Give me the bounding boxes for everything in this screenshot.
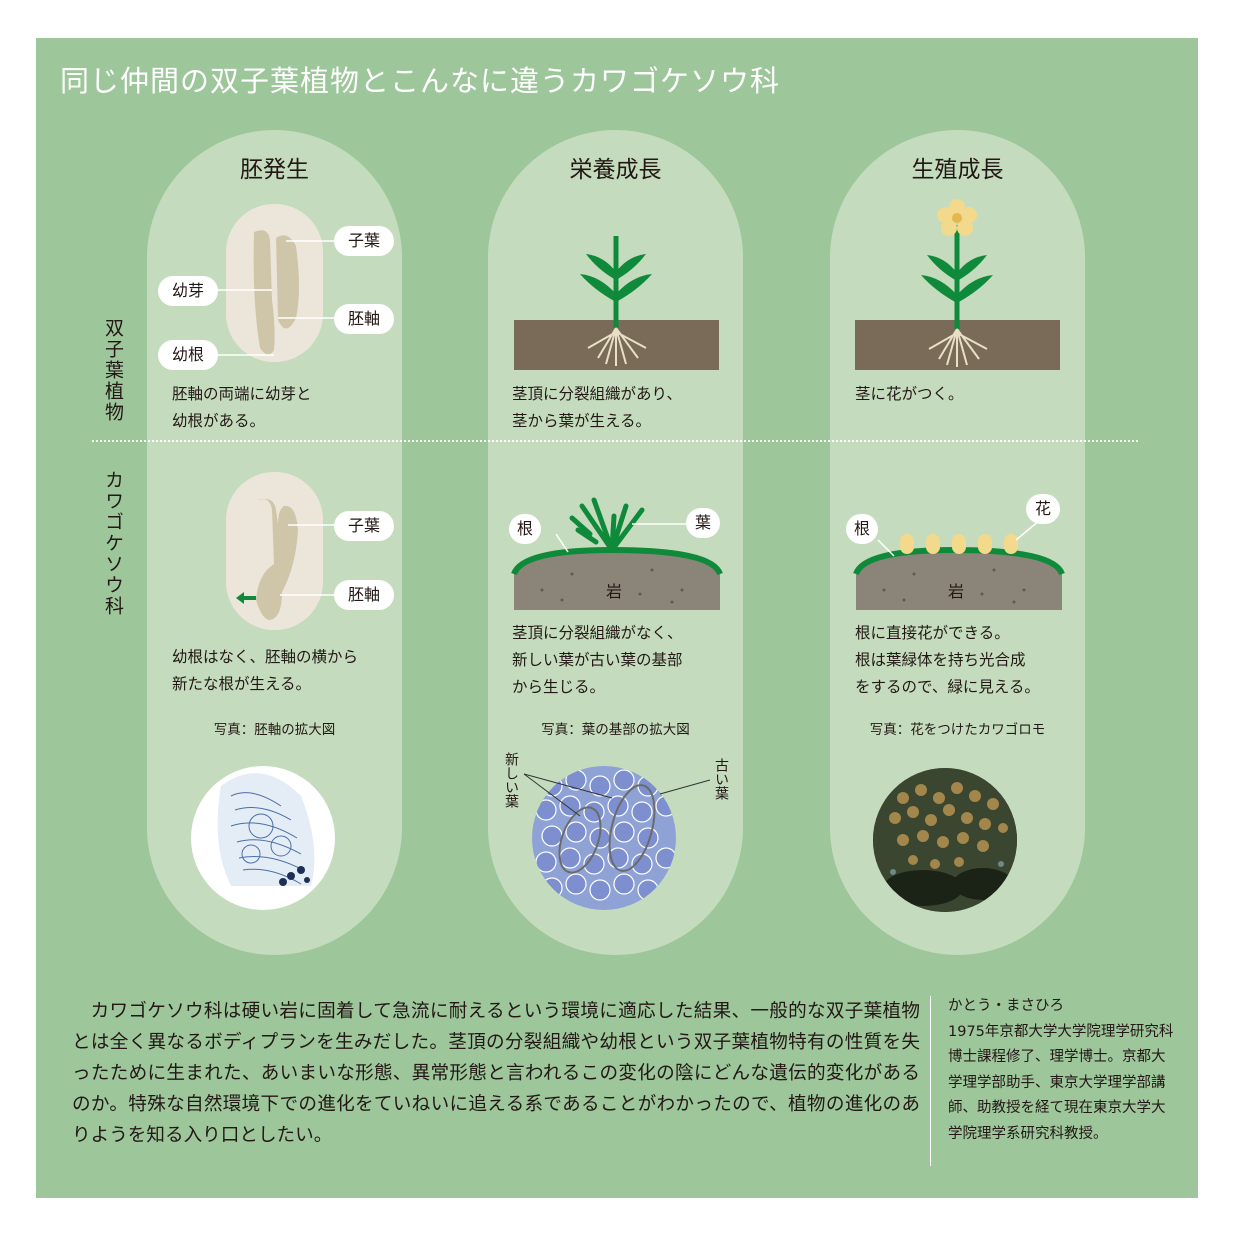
leaf-cluster (569, 497, 645, 553)
column-heading-vegetative: 栄養成長 (569, 157, 662, 183)
podo-reproductive-diagram (853, 519, 1065, 610)
leaf-pointer-lines (523, 773, 711, 817)
author-bio: かとう・まさひろ 1975年京都大学大学院理学研究科博士課程修了、理学博士。京都… (948, 998, 1174, 1142)
photo-hypocotyl-micrograph (191, 766, 335, 910)
caption-podo-embryo: 幼根はなく、胚軸の横から 新たな根が生える。 (172, 648, 359, 693)
label-plumule: 幼芽 (158, 276, 218, 306)
embryo-shape (253, 230, 299, 355)
label-leaf: 葉 (686, 508, 720, 538)
podo-embryo-diagram (226, 472, 334, 630)
photo-caption-leaf-base: 写真：葉の基部の拡大図 (541, 722, 690, 738)
caption-dicot-reproductive: 茎に花がつく。 (855, 385, 964, 403)
new-root-arrow-icon (236, 592, 256, 604)
label-radicle: 幼根 (158, 340, 218, 370)
label-cotyledon-podo: 子葉 (334, 511, 394, 541)
dicot-reproductive-diagram (855, 199, 1060, 370)
dicot-vegetative-diagram (514, 236, 719, 370)
bio-separator (930, 996, 931, 1166)
column-heading-embryo: 胚発生 (240, 157, 309, 183)
rock (514, 552, 720, 610)
photo-kawagoromo (873, 768, 1017, 912)
label-rock-repro: 岩 (948, 582, 965, 601)
flower-icon (937, 199, 977, 236)
photo-leaf-base-micrograph (532, 766, 676, 910)
caption-dicot-embryo: 胚軸の両端に幼芽と 幼根がある。 (172, 385, 312, 430)
label-flower: 花 (1026, 494, 1060, 524)
row-label-podostemaceae: カワゴケソウ科 (102, 470, 124, 617)
photo-caption-hypocotyl: 写真：胚軸の拡大図 (213, 722, 336, 738)
podo-vegetative-diagram (511, 497, 723, 610)
column-heading-reproductive: 生殖成長 (911, 157, 1004, 183)
label-old-leaf: 古い葉 (713, 758, 729, 800)
caption-podo-vegetative: 茎頂に分裂組織がなく、 新しい葉が古い葉の基部 から生じる。 (512, 624, 683, 696)
body-paragraph: カワゴケソウ科は硬い岩に固着して急流に耐えるという環境に適応した結果、一般的な双… (72, 1001, 920, 1146)
photo-caption-kawagoromo: 写真：花をつけたカワゴロモ (869, 722, 1046, 738)
dicot-embryo-diagram (210, 204, 334, 362)
row-label-dicot: 双子葉植物 (102, 318, 124, 423)
label-cotyledon: 子葉 (334, 226, 394, 256)
label-root-repro: 根 (846, 514, 878, 544)
seed-coat (226, 204, 323, 362)
label-rock-veg: 岩 (606, 582, 623, 601)
page-title: 同じ仲間の双子葉植物とこんなに違うカワゴケソウ科 (60, 64, 781, 98)
flower-buds (900, 534, 1018, 554)
rock (856, 552, 1062, 610)
caption-podo-reproductive: 根に直接花ができる。 根は葉緑体を持ち光合成 をするので、緑に見える。 (855, 624, 1040, 696)
label-new-leaf: 新しい葉 (503, 752, 519, 808)
label-hypocotyl: 胚軸 (334, 304, 394, 334)
label-hypocotyl-podo: 胚軸 (334, 580, 394, 610)
embryo-shape (256, 499, 298, 620)
row-divider (92, 440, 1138, 442)
caption-dicot-vegetative: 茎頂に分裂組織があり、 茎から葉が生える。 (512, 385, 682, 430)
label-root-veg: 根 (509, 514, 541, 544)
